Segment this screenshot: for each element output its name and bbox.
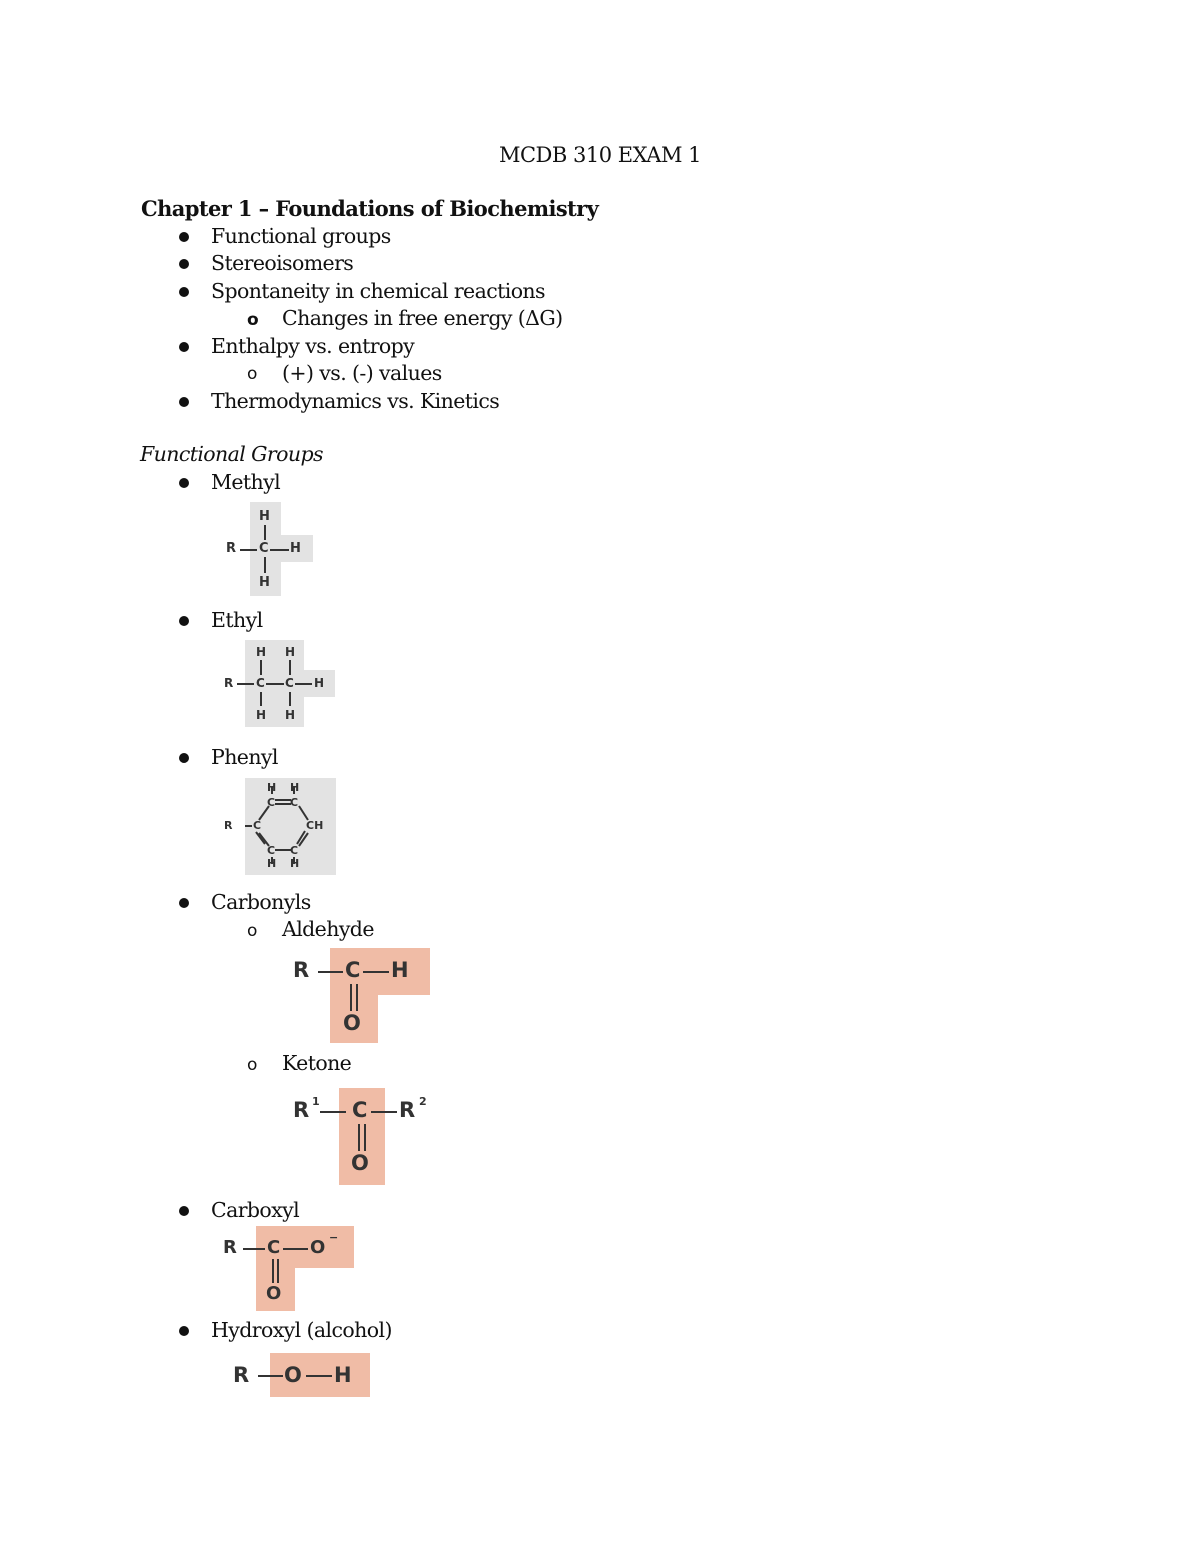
bullet-icon [179, 232, 189, 242]
bullet-icon [179, 397, 189, 407]
bullet-icon [179, 342, 189, 352]
section-heading: Functional Groups [140, 442, 324, 466]
functional-group-label: Carbonyls [211, 890, 311, 914]
list-item: Stereoisomers [211, 251, 354, 275]
benzene-ring-icon [245, 786, 309, 864]
bullet-icon [179, 1206, 189, 1216]
functional-group-label: Ethyl [211, 608, 263, 632]
bullet-icon [179, 898, 189, 908]
sub-bullet-icon: o [247, 1055, 258, 1075]
chapter-heading: Chapter 1 – Foundations of Biochemistry [141, 196, 599, 221]
sub-list-item: Changes in free energy (ΔG) [282, 306, 563, 330]
sub-bullet-icon: o [247, 921, 258, 941]
bullet-icon [179, 1326, 189, 1336]
bullet-icon [179, 259, 189, 269]
list-item: Functional groups [211, 224, 391, 248]
functional-group-label: Methyl [211, 470, 281, 494]
bullet-icon [179, 478, 189, 488]
functional-group-label: Carboxyl [211, 1198, 300, 1222]
functional-group-label: Hydroxyl (alcohol) [211, 1318, 392, 1342]
functional-group-sublabel: Aldehyde [282, 917, 374, 941]
functional-group-label: Phenyl [211, 745, 278, 769]
page-title: MCDB 310 EXAM 1 [498, 143, 702, 167]
sub-bullet-icon: o [247, 310, 259, 330]
sub-list-item: (+) vs. (-) values [282, 361, 442, 385]
bullet-icon [179, 753, 189, 763]
list-item: Enthalpy vs. entropy [211, 334, 415, 358]
bullet-icon [179, 616, 189, 626]
functional-group-sublabel: Ketone [282, 1051, 352, 1075]
sub-bullet-icon: o [247, 364, 258, 384]
bullet-icon [179, 287, 189, 297]
list-item: Spontaneity in chemical reactions [211, 279, 546, 303]
list-item: Thermodynamics vs. Kinetics [211, 389, 500, 413]
